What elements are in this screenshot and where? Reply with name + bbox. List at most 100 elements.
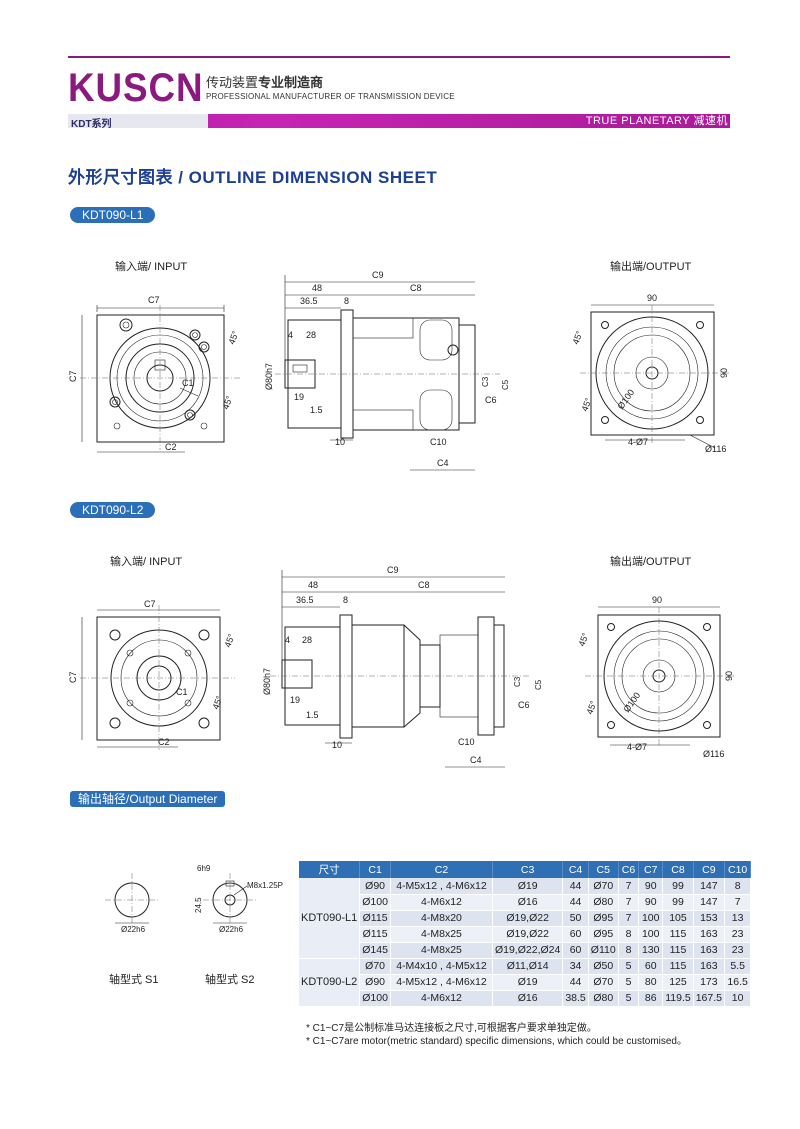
dim2-10: 10 bbox=[332, 740, 342, 750]
th-c9: C9 bbox=[693, 861, 725, 878]
table-cell: 147 bbox=[693, 894, 725, 911]
table-cell: Ø19,Ø22 bbox=[492, 926, 564, 943]
table-cell: 4-M8x20 bbox=[390, 910, 493, 927]
dim2-45-bot: 45° bbox=[210, 694, 224, 711]
dim2-out-45a: 45° bbox=[576, 631, 590, 648]
table-cell: 34 bbox=[562, 958, 589, 975]
output-label: 输出端/OUTPUT bbox=[610, 259, 692, 273]
table-cell: Ø16 bbox=[492, 990, 564, 1007]
note-en: * C1~C7are motor(metric standard) specif… bbox=[306, 1036, 687, 1047]
table-cell: 147 bbox=[693, 878, 725, 895]
table-cell: 38.5 bbox=[562, 990, 589, 1007]
table-cell: Ø145 bbox=[359, 942, 391, 959]
dim2-c7-top: C7 bbox=[144, 599, 156, 609]
dim2-19: 19 bbox=[290, 695, 300, 705]
dim-out-45a: 45° bbox=[570, 329, 584, 346]
dim2-c4: C4 bbox=[470, 755, 482, 765]
dim-48: 48 bbox=[312, 283, 322, 293]
table-cell: 60 bbox=[638, 958, 664, 975]
dim2-pcd100: Ø100 bbox=[621, 690, 642, 714]
table-cell: 5 bbox=[618, 974, 640, 991]
dim-w90: 90 bbox=[647, 293, 657, 303]
table-cell: 4-M5x12 , 4-M6x12 bbox=[390, 974, 493, 991]
dim2-c9: C9 bbox=[387, 565, 399, 575]
table-cell: 13 bbox=[724, 910, 752, 927]
section-pill-l2: KDT090-L2 bbox=[70, 502, 156, 518]
dim-c6: C6 bbox=[485, 395, 497, 405]
table-cell: 44 bbox=[562, 974, 589, 991]
table-cell: Ø90 bbox=[359, 974, 391, 991]
dim-c8: C8 bbox=[410, 283, 422, 293]
dim2-48: 48 bbox=[308, 580, 318, 590]
dim-19: 19 bbox=[294, 392, 304, 402]
dim-c7-side: C7 bbox=[68, 370, 78, 382]
model-cell: KDT090-L2 bbox=[299, 958, 361, 1007]
table-cell: 163 bbox=[693, 926, 725, 943]
table-cell: 115 bbox=[662, 926, 694, 943]
th-size: 尺寸 bbox=[299, 861, 361, 878]
table-cell: 7 bbox=[724, 894, 752, 911]
dim2-h90: 90 bbox=[724, 671, 734, 681]
dim2-c2: C2 bbox=[158, 737, 170, 747]
dim-c7-top: C7 bbox=[148, 295, 160, 305]
dim-holes: 4-Ø7 bbox=[628, 437, 648, 447]
th-c10: C10 bbox=[724, 861, 752, 878]
drawing-l2: 输入端/ INPUT C7 C7 C1 45° 45° C2 C9 48 C8 … bbox=[68, 554, 735, 768]
shaft-s2-thread: M8x1.25P bbox=[247, 881, 283, 890]
dim2-holes: 4-Ø7 bbox=[627, 742, 647, 752]
table-cell: 50 bbox=[562, 910, 589, 927]
shaft-s1-dia: Ø22h6 bbox=[121, 925, 146, 934]
table-cell: 153 bbox=[693, 910, 725, 927]
dim2-8: 8 bbox=[343, 595, 348, 605]
table-cell: Ø115 bbox=[359, 910, 391, 927]
th-c4: C4 bbox=[562, 861, 589, 878]
th-c2: C2 bbox=[390, 861, 493, 878]
table-cell: 167.5 bbox=[693, 990, 725, 1007]
dim-c10: C10 bbox=[430, 437, 447, 447]
table-cell: Ø70 bbox=[588, 878, 619, 895]
table-cell: Ø19 bbox=[492, 974, 564, 991]
dim-8: 8 bbox=[344, 296, 349, 306]
dim-c1: C1 bbox=[182, 378, 194, 388]
product-label: TRUE PLANETARY 减速机 bbox=[585, 115, 728, 127]
table-cell: Ø19,Ø22 bbox=[492, 910, 564, 927]
note-cn: * C1~C7是公制标准马达连接板之尺寸,可根据客户要求单独定做。 bbox=[306, 1023, 597, 1034]
shaft-s2-dia: Ø22h6 bbox=[219, 925, 244, 934]
table-cell: Ø11,Ø14 bbox=[492, 958, 564, 975]
tagline-cn: 传动装置专业制造商 bbox=[206, 75, 324, 90]
table-cell: 44 bbox=[562, 878, 589, 895]
th-c8: C8 bbox=[662, 861, 694, 878]
dim-45-bot: 45° bbox=[220, 394, 234, 411]
table-cell: 44 bbox=[562, 894, 589, 911]
dim-h90: 90 bbox=[719, 368, 729, 378]
dim2-c5: C5 bbox=[534, 679, 543, 690]
dim2-d80: Ø80h7 bbox=[262, 668, 272, 695]
dim-out-45b: 45° bbox=[579, 396, 593, 413]
table-cell: 16.5 bbox=[724, 974, 752, 991]
table-cell: 119.5 bbox=[662, 990, 694, 1007]
table-cell: 10 bbox=[724, 990, 752, 1007]
table-cell: 23 bbox=[724, 926, 752, 943]
table-cell: 99 bbox=[662, 894, 694, 911]
dim-c9: C9 bbox=[372, 270, 384, 280]
table-header-row: 尺寸 C1 C2 C3 C4 C5 C6 C7 C8 C9 C10 bbox=[299, 861, 752, 878]
tagline-en: PROFESSIONAL MANUFACTURER OF TRANSMISSIO… bbox=[206, 92, 455, 101]
table-cell: Ø110 bbox=[588, 942, 619, 959]
table-cell: 115 bbox=[662, 942, 694, 959]
table-cell: 60 bbox=[562, 926, 589, 943]
table-cell: 90 bbox=[638, 894, 664, 911]
model-cell: KDT090-L1 bbox=[299, 878, 361, 959]
dim-28: 28 bbox=[306, 330, 316, 340]
table-cell: 4-M8x25 bbox=[390, 942, 493, 959]
table-cell: 80 bbox=[638, 974, 664, 991]
dim-45-top: 45° bbox=[226, 329, 240, 346]
table-cell: 100 bbox=[638, 910, 664, 927]
table-cell: 115 bbox=[662, 958, 694, 975]
shaft-drawings: Ø22h6 轴型式 S1 6h9 M8x1.25P 24.5 Ø22h6 轴型式… bbox=[105, 864, 283, 986]
